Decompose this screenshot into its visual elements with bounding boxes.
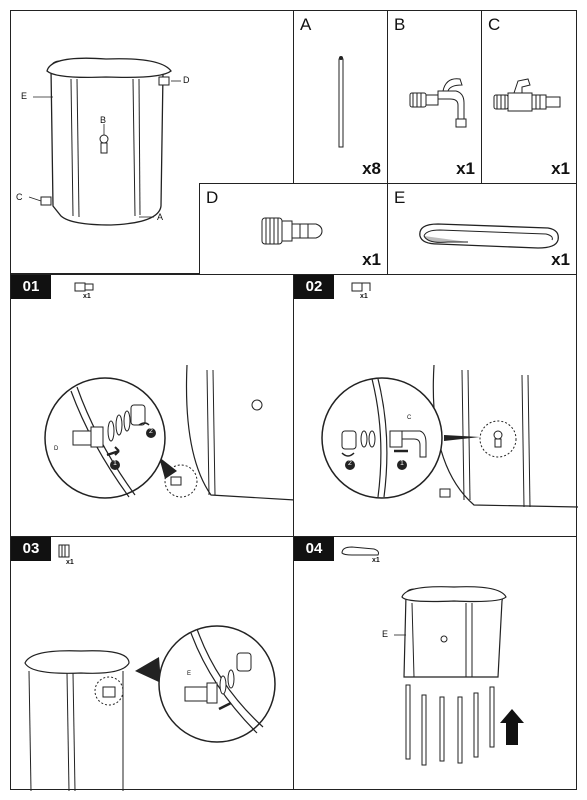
overview-label-a: A <box>157 212 164 222</box>
part-b-qty: x1 <box>456 159 475 178</box>
step-01-number: 01 <box>11 275 51 299</box>
part-d-panel: D x1 <box>199 183 388 275</box>
step-01-qty: x1 <box>83 293 91 300</box>
overview-label-c: C <box>16 192 23 202</box>
step-01-illustration <box>44 282 296 501</box>
rod-icon <box>338 56 344 148</box>
step-01-badge-1: 1 <box>113 460 117 467</box>
step-01-panel: 01 <box>10 274 296 537</box>
part-a-panel: A x8 <box>293 10 388 184</box>
manual-page: E D B C A A x8 B x1 C <box>10 10 579 792</box>
part-e-panel: E x1 <box>387 183 577 275</box>
tap-icon <box>409 78 467 128</box>
part-a-qty: x8 <box>362 159 381 178</box>
step-03-number: 03 <box>11 537 51 561</box>
part-e-qty: x1 <box>551 250 570 269</box>
step-03-panel: 03 x1 E <box>10 536 294 792</box>
step-03-qty: x1 <box>66 559 74 566</box>
overview-label-b: B <box>100 115 107 125</box>
part-b-panel: B x1 <box>387 10 482 184</box>
step-02-badge-1: 1 <box>400 460 404 467</box>
part-c-qty: x1 <box>551 159 570 178</box>
step-04-panel: 04 x1 E <box>293 536 577 790</box>
overview-label-e: E <box>21 91 28 101</box>
overview-panel: E D B C A <box>10 10 294 274</box>
step-03-callout-e: E <box>187 671 192 677</box>
overview-label-d: D <box>183 75 190 85</box>
step-02-number: 02 <box>294 275 334 299</box>
step-02-callout-c: C <box>407 415 412 421</box>
barrel-overview-illustration <box>28 57 181 226</box>
step-02-panel: 02 x <box>293 274 579 537</box>
part-e-label: E <box>394 188 406 207</box>
part-b-label: B <box>394 15 406 34</box>
part-c-label: C <box>488 15 501 34</box>
part-d-qty: x1 <box>362 250 381 269</box>
part-c-panel: C x1 <box>481 10 577 184</box>
hose-connector-icon <box>261 217 323 245</box>
step-02-badge-2: 2 <box>348 460 352 467</box>
step-04-number: 04 <box>294 537 334 561</box>
step-01-callout-d: D <box>54 446 59 452</box>
step-04-illustration <box>341 546 524 766</box>
valve-icon <box>493 78 561 112</box>
step-04-label-e: E <box>382 629 389 639</box>
step-02-qty: x1 <box>360 293 368 300</box>
part-d-label: D <box>206 188 219 207</box>
step-04-qty: x1 <box>372 557 380 564</box>
part-a-label: A <box>300 15 312 34</box>
step-03-illustration <box>24 544 276 792</box>
step-02-illustration <box>321 282 579 508</box>
step-01-badge-2: 2 <box>149 428 153 435</box>
folded-barrel-icon <box>419 223 559 249</box>
